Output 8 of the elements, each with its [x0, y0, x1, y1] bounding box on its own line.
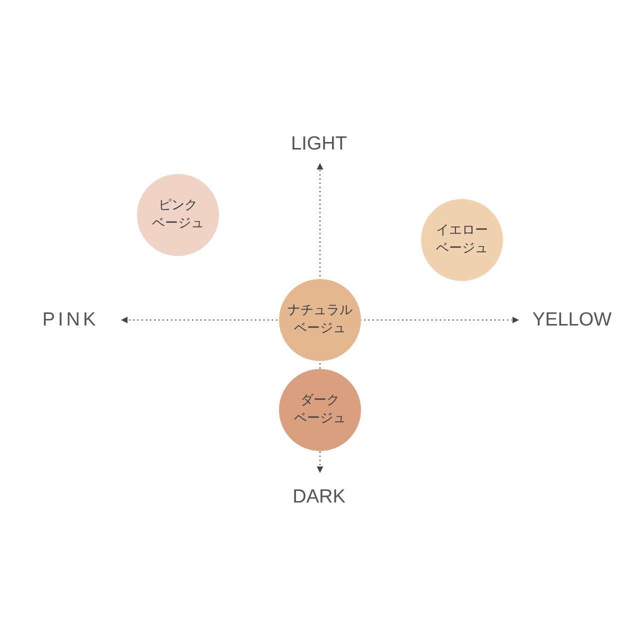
axis-label: YELLOW	[532, 310, 612, 330]
circle-label: ピンクベージュ	[152, 196, 204, 233]
axis-label: DARK	[292, 488, 346, 506]
axis-label: PINK	[41, 310, 99, 330]
circle-label: イエローベージュ	[436, 222, 488, 258]
axis-label: LIGHT	[291, 134, 347, 154]
circle-label: ナチュラルベージュ	[288, 302, 352, 338]
circle-label: ダークベージュ	[294, 392, 346, 428]
